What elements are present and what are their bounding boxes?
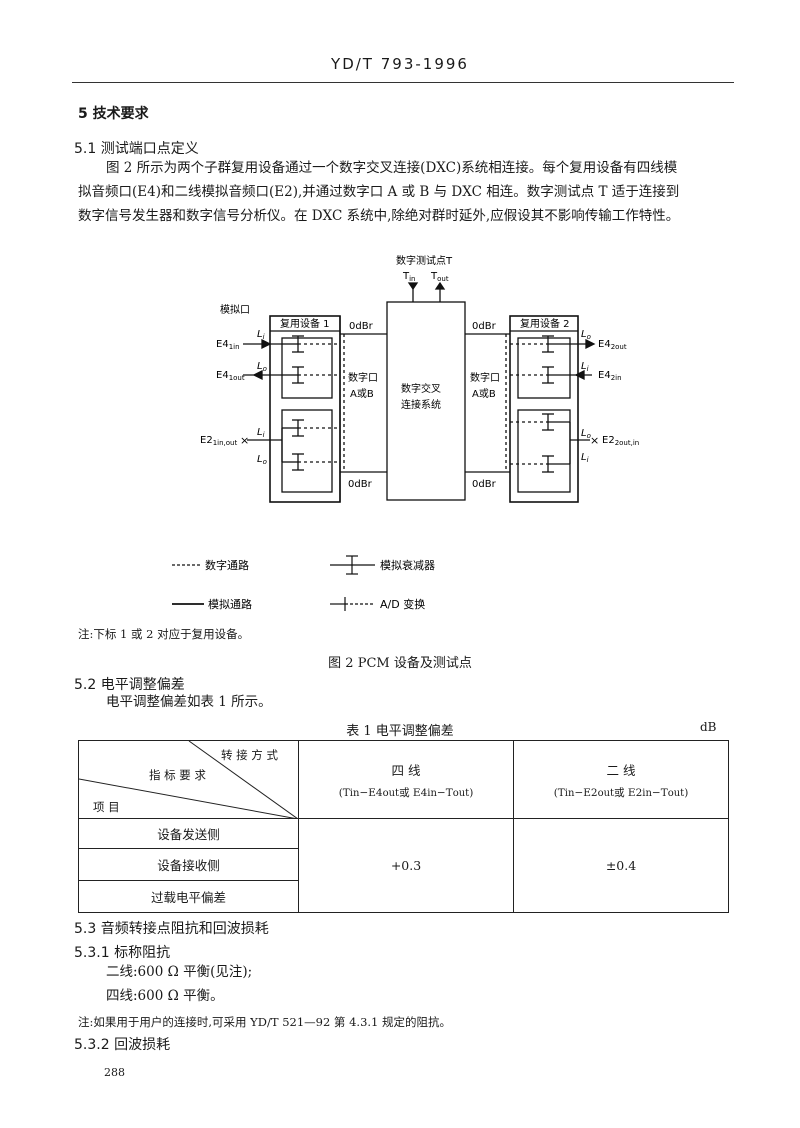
col-two-wire: 二 线 (Tin−E2out或 E2in−Tout)	[513, 740, 729, 819]
four-wire-formula: (Tin−E4out或 E4in−Tout)	[338, 786, 474, 799]
digital-port-right-2: A或B	[472, 388, 496, 400]
e4-2out-label: E42out	[598, 339, 627, 351]
figure-pcm-diagram: 数字测试点T Tin Tout 模拟口 复用设备 1 复用设备 2 数字交叉 连…	[172, 254, 639, 611]
para-5-1-line3: 数字信号发生器和数字信号分析仪。在 DXC 系统中,除绝对群时延外,应假设其不影…	[78, 208, 680, 224]
section-5-2-title: 5.2 电平调整偏差	[74, 677, 185, 693]
li-label-1: Li	[257, 329, 265, 341]
section-5-3-2-title: 5.3.2 回波损耗	[74, 1037, 171, 1053]
odbr-top-right: 0dBr	[472, 321, 497, 332]
impedance-two-wire: 二线:600 Ω 平衡(见注);	[106, 964, 253, 980]
level-deviation-table: 转 接 方 式 指 标 要 求 项 目 四 线 (Tin−E4out或 E4in…	[78, 740, 729, 913]
dxc-label-2: 连接系统	[401, 398, 441, 411]
digital-port-right-1: 数字口	[470, 371, 500, 384]
section-5-2-intro: 电平调整偏差如表 1 所示。	[106, 694, 272, 710]
mux2-box	[509, 315, 579, 503]
analog-port-label: 模拟口	[220, 303, 250, 316]
odbr-top-left: 0dBr	[349, 321, 374, 332]
e2-2-label: E22out,in	[602, 435, 639, 447]
cross-right: ×	[590, 434, 599, 447]
odbr-bot-left: 0dBr	[348, 479, 373, 490]
figure-caption: 图 2 PCM 设备及测试点	[328, 656, 472, 671]
cross-left: ×	[240, 434, 249, 447]
li-label-4: Li	[581, 452, 589, 464]
section-5-3-1-title: 5.3.1 标称阻抗	[74, 945, 171, 961]
corner-diagonals	[79, 741, 298, 819]
row-overload: 过载电平偏差	[78, 880, 299, 913]
odbr-bot-right: 0dBr	[472, 479, 497, 490]
section-5-3-title: 5.3 音频转接点阻抗和回波损耗	[74, 921, 269, 937]
four-wire-value: +0.3	[298, 818, 514, 913]
lo-label-3: Lo	[581, 329, 591, 341]
t-in-label: Tin	[402, 271, 416, 283]
test-arrow-out	[434, 281, 446, 290]
standard-header: YD/T 793-1996	[331, 55, 469, 73]
para-5-1-line2: 拟音频口(E4)和二线模拟音频口(E2),并通过数字口 A 或 B 与 DXC …	[78, 184, 680, 200]
li-label-2: Li	[257, 427, 265, 439]
impedance-four-wire: 四线:600 Ω 平衡。	[106, 988, 224, 1004]
test-point-label: 数字测试点T	[396, 254, 453, 267]
figure-note: 注:下标 1 或 2 对应于复用设备。	[78, 627, 250, 641]
impedance-note: 注:如果用于用户的连接时,可采用 YD/T 521—92 第 4.3.1 规定的…	[78, 1015, 452, 1029]
lo-label-4: Lo	[581, 428, 591, 440]
para-5-1-line1: 图 2 所示为两个子群复用设备通过一个数字交叉连接(DXC)系统相连接。每个复用…	[106, 160, 678, 176]
header-rule	[72, 82, 734, 83]
e4-1out-label: E41out	[216, 370, 245, 382]
mux2-4wire-box	[517, 337, 571, 399]
legend-analog-text: 模拟通路	[208, 597, 252, 611]
t-out-label: Tout	[430, 271, 449, 283]
e2-1-label: E21in,out	[200, 435, 237, 447]
two-wire-value: ±0.4	[513, 818, 729, 913]
page-number: 288	[104, 1066, 125, 1079]
mux2-label: 复用设备 2	[520, 317, 570, 330]
e4-2in-label: E42in	[598, 370, 622, 382]
corner-bot-label: 项 目	[93, 800, 120, 814]
li-label-3: Li	[581, 361, 589, 373]
corner-mid-label: 指 标 要 求	[149, 768, 206, 782]
mux1-2wire-box	[281, 409, 333, 493]
corner-top-label: 转 接 方 式	[221, 748, 278, 762]
two-wire-title: 二 线	[606, 762, 636, 778]
two-wire-formula: (Tin−E2out或 E2in−Tout)	[553, 786, 689, 799]
col-four-wire: 四 线 (Tin−E4out或 E4in−Tout)	[298, 740, 514, 819]
table-unit: dB	[700, 720, 717, 734]
e4-1in-label: E41in	[216, 339, 240, 351]
test-arrow-in	[407, 282, 419, 291]
digital-port-left-1: 数字口	[348, 371, 378, 384]
row-receive-side: 设备接收侧	[78, 848, 299, 881]
section-5-1-title: 5.1 测试端口点定义	[74, 141, 199, 157]
legend-atten-text: 模拟衰减器	[380, 558, 435, 572]
digital-port-left-2: A或B	[350, 388, 374, 400]
legend-ad-text: A/D 变换	[380, 597, 425, 611]
dxc-box	[386, 301, 466, 501]
row-send-side: 设备发送侧	[78, 818, 299, 849]
legend-digital-text: 数字通路	[205, 558, 249, 572]
dxc-label-1: 数字交叉	[401, 382, 441, 395]
lo-label-1: Lo	[257, 361, 267, 373]
table-title: 表 1 电平调整偏差	[346, 724, 454, 739]
section-5-title: 5 技术要求	[78, 106, 149, 122]
lo-label-2: Lo	[257, 454, 267, 466]
mux1-label: 复用设备 1	[280, 317, 330, 330]
table-corner-cell: 转 接 方 式 指 标 要 求 项 目	[78, 740, 299, 819]
four-wire-title: 四 线	[391, 762, 421, 778]
mux1-4wire-box	[281, 337, 333, 399]
